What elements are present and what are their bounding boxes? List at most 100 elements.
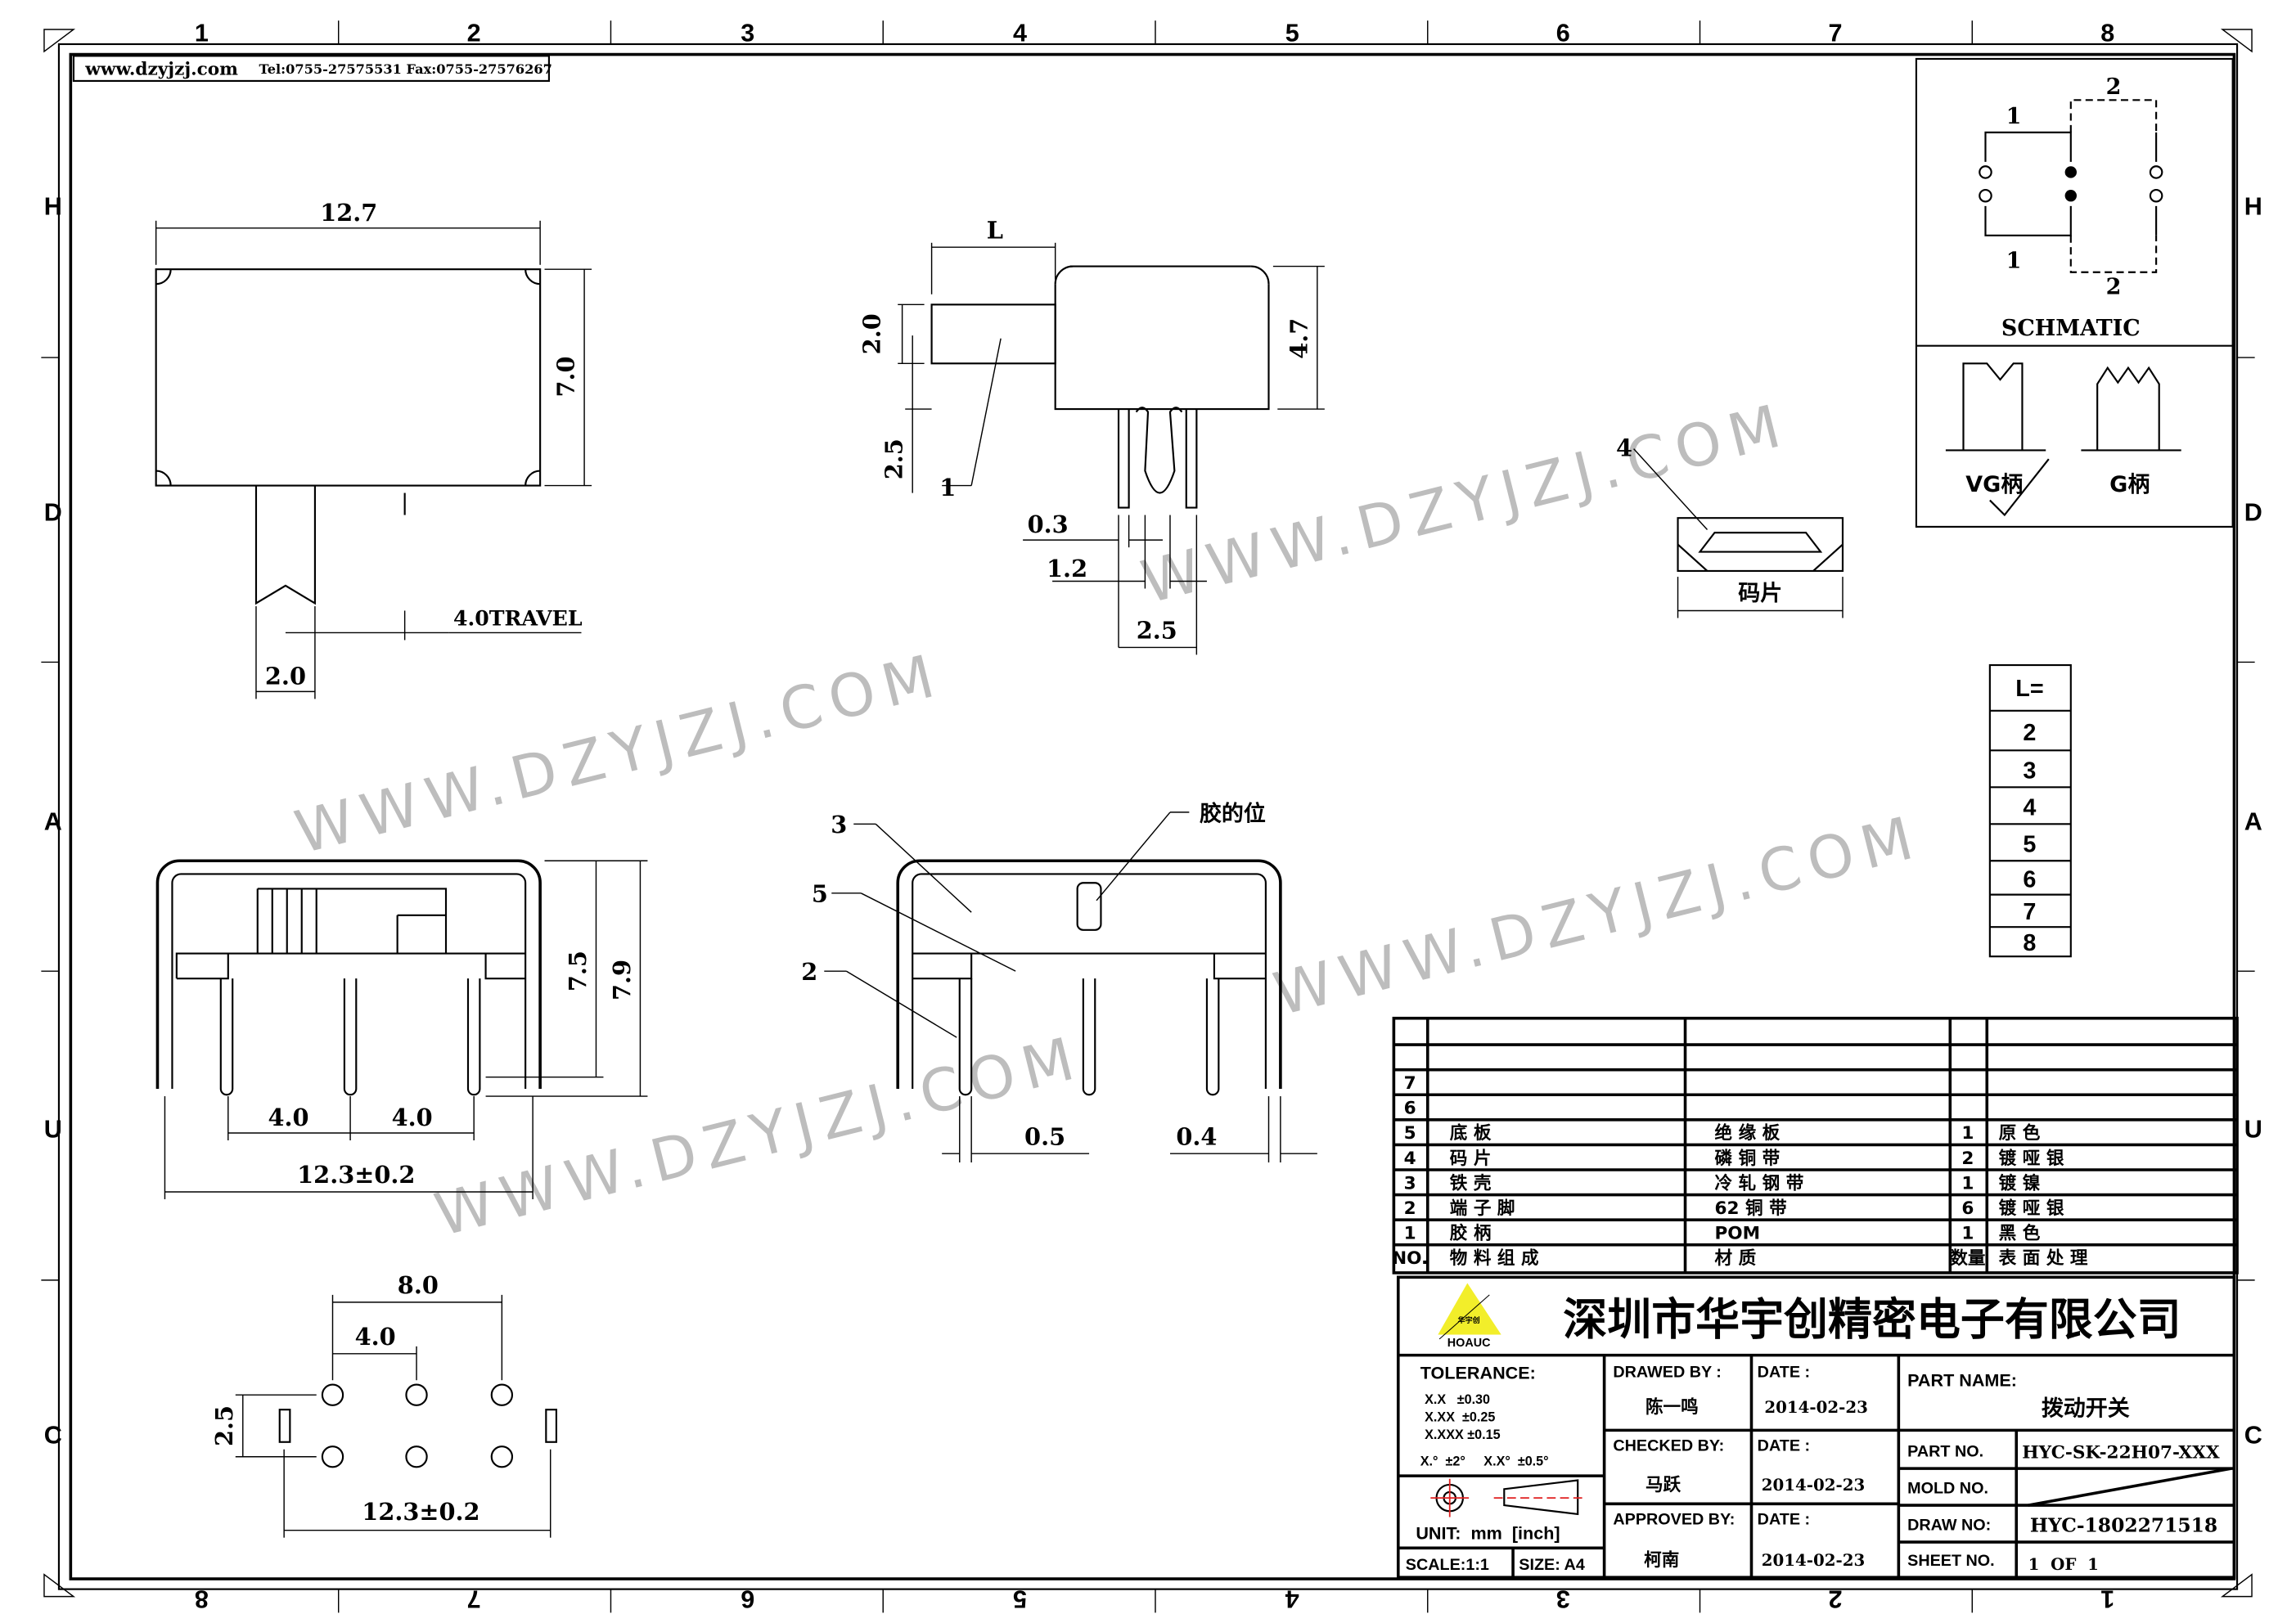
row-label: U (44, 1115, 62, 1143)
tolerance-value: X.XX ±0.25 (1425, 1410, 1495, 1425)
row-label: C (2244, 1422, 2262, 1450)
column-label: 6 (1556, 19, 1570, 47)
bom-cell-part: 底 板 (1450, 1122, 1492, 1144)
length-value: 8 (2023, 930, 2036, 956)
drawing-number: HYC-1802271518 (2030, 1513, 2217, 1536)
length-value: 4 (2023, 794, 2036, 820)
bom-cell-finish: 黑 色 (1999, 1223, 2041, 1244)
bom-cell-part: 铁 壳 (1450, 1172, 1492, 1194)
contact-part-view: 4 码片 (1616, 434, 1844, 618)
bom-cell-material: POM (1715, 1224, 1761, 1244)
row-label: D (2244, 499, 2262, 527)
bom-cell-finish: 镀 哑 银 (1999, 1198, 2064, 1219)
drawn-date: 2014-02-23 (1764, 1397, 1867, 1417)
column-label-bottom: 3 (1556, 1585, 1570, 1612)
footprint-row-pitch-dimension: 2.5 (210, 1405, 238, 1446)
bom-cell-finish: 原 色 (1999, 1122, 2041, 1144)
bom-cell-qty: 1 (1961, 1224, 1974, 1244)
bom-cell-qty: 2 (1961, 1149, 1974, 1169)
bom-cell-qty: 6 (1961, 1198, 1974, 1219)
part-name-label: PART NAME: (1907, 1369, 2017, 1390)
part-name: 拨动开关 (2042, 1396, 2130, 1421)
column-label: 5 (1285, 19, 1299, 47)
height-dimension: 7.0 (552, 356, 580, 397)
pin-thickness-dimension: 0.3 (1028, 510, 1069, 538)
front-view: 4.0 4.0 12.3±0.2 7.5 7.9 (155, 859, 648, 1199)
column-label: 1 (195, 19, 209, 47)
vg-handle-label: VG柄 (1965, 472, 2023, 497)
bom-cell-material: 磷 铜 带 (1715, 1148, 1781, 1169)
length-value: 7 (2023, 899, 2036, 925)
overall-width-dimension: 12.3±0.2 (297, 1161, 415, 1189)
lever-offset-dimension: 2.5 (880, 438, 908, 479)
scale-label: SCALE:1:1 (1406, 1556, 1489, 1574)
angle-tolerance: X.° ±2° X.X° ±0.5° (1420, 1454, 1549, 1469)
body-height-dimension: 4.7 (1285, 318, 1312, 359)
glue-position-label: 胶的位 (1200, 801, 1266, 827)
title-block: 华宇创 HOAUC 深圳市华宇创精密电子有限公司 TOLERANCE: X.X … (1396, 1275, 2236, 1580)
row-label: H (44, 193, 62, 221)
bom-cell-part: 胶 柄 (1450, 1223, 1492, 1244)
row-label: D (44, 499, 62, 527)
bom-cell-no: 4 (1404, 1149, 1416, 1169)
bom-cell-part: 端 子 脚 (1450, 1198, 1515, 1219)
bom-header-finish: 表 面 处 理 (1999, 1248, 2088, 1269)
approved-date-label: DATE : (1758, 1510, 1810, 1528)
pin-gap-dimension: 1.2 (1047, 555, 1087, 582)
callout-3: 3 (831, 811, 847, 838)
column-label: 2 (467, 19, 481, 47)
length-table-header: L= (2015, 676, 2043, 702)
part-number: HYC-SK-22H07-XXX (2022, 1443, 2220, 1463)
length-value: 2 (2023, 720, 2036, 746)
bom-header-part: 物 料 组 成 (1450, 1248, 1539, 1269)
column-label: 8 (2100, 19, 2114, 47)
contact-label: 码片 (1738, 581, 1782, 606)
pitch-right-dimension: 4.0 (392, 1104, 433, 1131)
pitch-left-dimension: 4.0 (268, 1104, 309, 1131)
bom-cell-material: 绝 缘 板 (1715, 1122, 1781, 1144)
header-box: www.dzyjzj.com Tel:0755-27575531 Fax:075… (72, 55, 552, 83)
schematic-label: 1 (2006, 104, 2022, 129)
tolerance-label: TOLERANCE: (1420, 1362, 1536, 1382)
approved-by-name: 柯南 (1644, 1549, 1679, 1571)
checked-date-label: DATE : (1758, 1437, 1810, 1455)
watermark: WWW.DZYJZJ.COM (289, 640, 949, 867)
width-dimension: 12.7 (320, 199, 377, 227)
row-label: U (2244, 1115, 2262, 1143)
schematic-panel: 1 1 2 2 SCHMATIC VG柄 G柄 (1915, 57, 2234, 528)
travel-dimension: 4.0TRAVEL (453, 605, 583, 630)
column-label: 4 (1013, 19, 1027, 47)
column-label-bottom: 4 (1285, 1585, 1299, 1612)
row-label: A (44, 807, 62, 835)
watermark: WWW.DZYJZJ.COM (428, 1023, 1088, 1250)
callout-5: 5 (812, 880, 828, 908)
tolerance-value: X.X ±0.30 (1425, 1392, 1490, 1407)
bom-header-material: 材 质 (1715, 1248, 1757, 1269)
callout-4: 4 (1616, 434, 1632, 462)
bom-cell-finish: 镀 镍 (1999, 1172, 2041, 1194)
length-value: 3 (2023, 758, 2036, 785)
logo-text: HOAUC (1447, 1337, 1491, 1350)
approved-by-label: APPROVED BY: (1613, 1510, 1735, 1528)
bom-cell-qty: 1 (1961, 1173, 1974, 1194)
sheet-no-label: SHEET NO. (1907, 1552, 1995, 1570)
column-label-bottom: 1 (2100, 1585, 2114, 1612)
bom-header-qty: 数量 (1950, 1248, 1985, 1269)
drawn-by-label: DRAWED BY : (1613, 1364, 1722, 1382)
g-handle-label: G柄 (2109, 472, 2150, 497)
company-name: 深圳市华宇创精密电子有限公司 (1563, 1293, 2181, 1345)
front-view-section: 3 5 2 胶的位 0.5 0.4 (801, 801, 1317, 1162)
checked-by-name: 马跃 (1645, 1475, 1681, 1495)
watermark: WWW.DZYJZJ.COM (1135, 389, 1795, 617)
draw-no-label: DRAW NO: (1907, 1517, 1991, 1535)
bom-cell-material: 62 铜 带 (1715, 1198, 1787, 1219)
checked-date: 2014-02-23 (1762, 1475, 1865, 1495)
lever-width-dimension: 2.0 (265, 662, 306, 690)
sheet-number: 1 OF 1 (2028, 1554, 2099, 1574)
watermark: WWW.DZYJZJ.COM (1267, 802, 1928, 1029)
footprint-pitch-dimension: 4.0 (355, 1323, 396, 1351)
part-no-label: PART NO. (1907, 1443, 1983, 1461)
column-label-bottom: 8 (195, 1585, 209, 1612)
